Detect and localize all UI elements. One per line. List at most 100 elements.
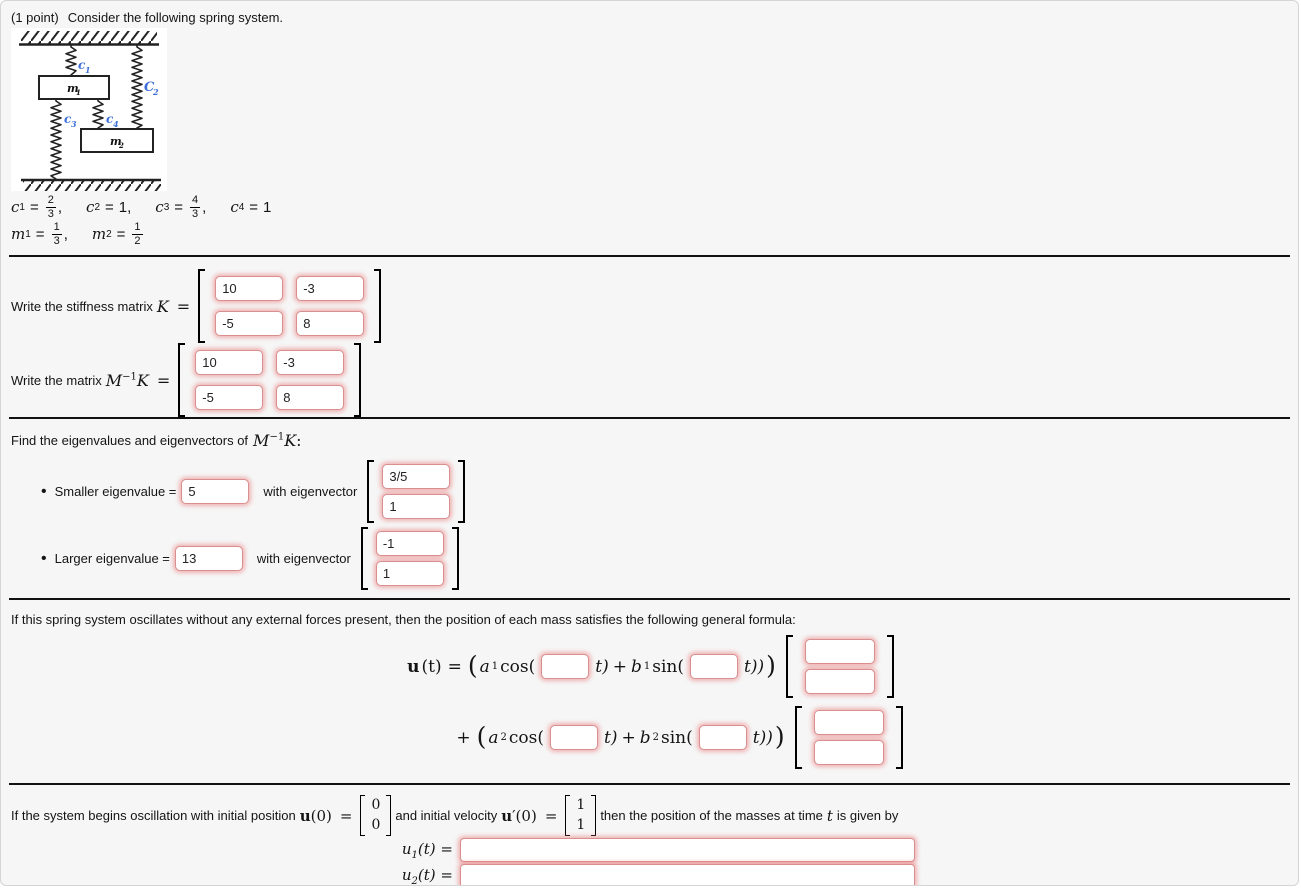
formula1-vector-input-0[interactable] xyxy=(804,639,875,664)
const-m1-sub: 1 xyxy=(25,228,31,240)
mk-matrix xyxy=(178,343,362,417)
left-bracket xyxy=(565,795,571,837)
matrix-mk-input-0-1[interactable] xyxy=(276,350,345,375)
spring-c4 xyxy=(92,99,104,129)
label-c2-sub: 2 xyxy=(152,87,159,97)
const-c2-sub: 2 xyxy=(94,201,100,213)
label-m2-sub: 2 xyxy=(118,141,124,150)
label-c1-sub: 1 xyxy=(85,65,91,75)
formula1-sin-input[interactable] xyxy=(690,654,738,679)
var-MinvK: M−1K xyxy=(105,370,149,390)
mass-m2-box xyxy=(80,128,154,153)
matrix-k-input-1-0[interactable] xyxy=(215,311,284,336)
smaller-eigenvector-input-0[interactable] xyxy=(382,464,451,489)
left-bracket xyxy=(198,269,206,343)
formula1-cos-input[interactable] xyxy=(541,654,590,679)
left-bracket xyxy=(178,343,186,417)
smaller-eigenvalue-label: Smaller eigenvalue = xyxy=(54,484,177,499)
right-bracket xyxy=(591,795,597,837)
u1-answer-input[interactable] xyxy=(460,838,915,863)
matrix-mk-input-1-1[interactable] xyxy=(276,385,345,410)
const-c2: c xyxy=(86,198,95,216)
label-m1: m xyxy=(67,82,79,95)
const-c2-value: 1 xyxy=(118,198,128,216)
const-c1: c xyxy=(11,198,20,216)
equals: = xyxy=(105,198,114,216)
matrix-k-input-0-1[interactable] xyxy=(296,276,365,301)
smaller-eigenvector xyxy=(367,460,466,523)
big-open-paren: ( xyxy=(476,722,487,751)
plus: + xyxy=(621,727,636,748)
stiffness-matrix-label: Write the stiffness matrix K = xyxy=(11,297,194,316)
u1-label: u1(t) = xyxy=(401,839,453,861)
heading-text: Find the eigenvalues and eigenvectors of xyxy=(11,433,249,448)
sin-token: sin( xyxy=(661,727,693,748)
right-bracket xyxy=(354,343,362,417)
formula1-vector xyxy=(785,635,894,698)
text-initial-position: If the system begins oscillation with in… xyxy=(11,808,296,824)
comma: , xyxy=(202,198,207,216)
const-c3: c xyxy=(155,198,164,216)
left-bracket xyxy=(360,795,366,837)
spring-diagram: c 1 C 2 c 3 c 4 m 1 m 2 xyxy=(11,28,167,191)
t-close: t) xyxy=(604,727,618,748)
formula2-vector-input-0[interactable] xyxy=(813,710,884,735)
u2-label: u2(t) = xyxy=(401,865,453,886)
big-open-paren: ( xyxy=(467,651,478,680)
equals: = xyxy=(29,198,39,216)
sub-1: 1 xyxy=(643,661,651,672)
u2-answer-input[interactable] xyxy=(460,864,915,885)
formula1-vector-input-1[interactable] xyxy=(804,669,875,694)
sub-2: 2 xyxy=(500,732,507,743)
var-a2: a xyxy=(488,727,499,748)
t-close-2: t)) xyxy=(744,656,765,677)
section-divider xyxy=(9,417,1290,419)
smaller-eigenvalue-input[interactable] xyxy=(181,479,250,504)
var-b2: b xyxy=(639,727,651,748)
equals: = xyxy=(116,225,126,243)
matrix-k-input-0-0[interactable] xyxy=(215,276,284,301)
label-c4-sub: 4 xyxy=(113,119,119,129)
left-bracket xyxy=(360,527,368,590)
smaller-eigenvalue-row: • Smaller eigenvalue = with eigenvector xyxy=(41,460,1288,523)
u0-entry-1: 0 xyxy=(371,816,381,833)
equals: = xyxy=(156,370,171,390)
label-m1-sub: 1 xyxy=(76,88,81,97)
larger-eigenvalue-input[interactable] xyxy=(174,546,243,571)
const-m1: m xyxy=(11,225,26,243)
t-close-2: t)) xyxy=(752,727,773,748)
right-bracket xyxy=(895,706,903,769)
mk-matrix-label: Write the matrix M−1K = xyxy=(11,371,174,390)
u1-answer-row: u1(t) = xyxy=(397,838,1298,863)
formula2-cos-input[interactable] xyxy=(550,725,599,750)
matrix-mk-input-0-0[interactable] xyxy=(195,350,264,375)
label-c2: C xyxy=(144,80,155,95)
larger-eigenvalue-label: Larger eigenvalue = xyxy=(54,551,170,566)
var-t: t xyxy=(826,806,833,825)
cos-token: cos( xyxy=(500,656,536,677)
matrix-mk-input-1-0[interactable] xyxy=(195,385,264,410)
t-close: t) xyxy=(595,656,609,677)
formula2-vector xyxy=(794,706,903,769)
matrix-k-input-1-1[interactable] xyxy=(296,311,365,336)
formula2-sin-input[interactable] xyxy=(698,725,747,750)
equals: = xyxy=(249,198,259,216)
floor-hatch xyxy=(23,181,161,191)
larger-eigenvector-input-1[interactable] xyxy=(375,561,444,586)
var-MinvK: M−1K: xyxy=(253,431,302,450)
comma: , xyxy=(57,198,63,216)
eigen-section: Find the eigenvalues and eigenvectors of… xyxy=(1,419,1298,598)
larger-eigenvector-input-0[interactable] xyxy=(375,531,444,556)
smaller-eigenvector-input-1[interactable] xyxy=(382,494,451,519)
right-bracket xyxy=(386,795,392,837)
right-bracket xyxy=(451,527,459,590)
section-divider xyxy=(9,255,1290,257)
var-u: u xyxy=(407,656,420,677)
const-c3-sub: 3 xyxy=(163,201,170,213)
left-bracket xyxy=(367,460,375,523)
formula2-vector-input-1[interactable] xyxy=(813,740,884,765)
larger-eigenvalue-row: • Larger eigenvalue = with eigenvector xyxy=(41,527,1288,590)
